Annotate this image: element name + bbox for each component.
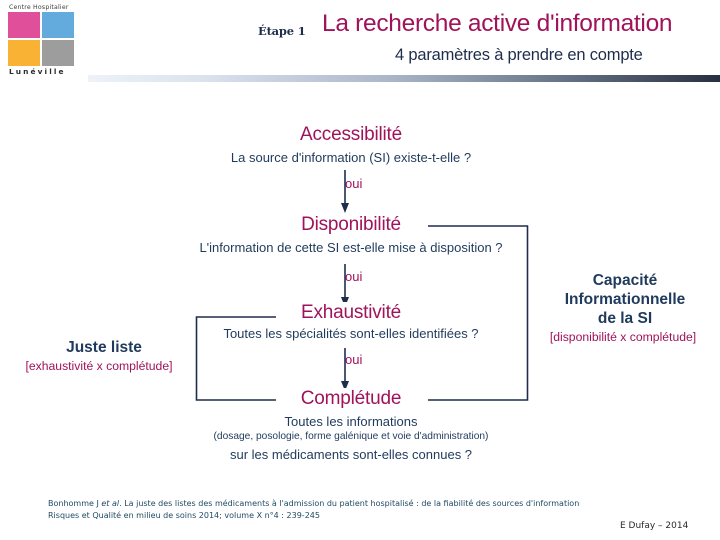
right-label-title-line1: Capacité — [592, 272, 658, 289]
arrow-exhaustivite-to-completude — [341, 348, 349, 391]
slide-header: Étape 1 La recherche active d'informatio… — [0, 0, 720, 90]
logo-square-amber — [8, 40, 40, 66]
footer-reference-line2: Risques et Qualité en milieu de soins 20… — [48, 510, 320, 520]
mask-completude — [276, 388, 428, 414]
page-subtitle: 4 paramètres à prendre en compte — [395, 46, 643, 64]
node-question-disponibilite: L'information de cette SI est-elle mise … — [199, 240, 503, 255]
node-title-disponibilite-top: Disponibilité — [301, 214, 401, 235]
footer-reference-rest: . La juste des listes des médicaments à … — [119, 499, 580, 508]
right-bracket-capacite — [414, 225, 529, 401]
edge-label-oui-3: oui — [345, 352, 363, 367]
node-question-exhaustivite: Toutes les spécialités sont-elles identi… — [223, 326, 479, 341]
hospital-logo: Centre Hospitalier Lunéville — [8, 3, 76, 79]
left-label-formula: [exhaustivité x complétude] — [25, 359, 173, 373]
right-label-formula: [disponibilité x complétude] — [549, 330, 697, 344]
arrow-accessibilite-to-disponibilite — [341, 170, 349, 213]
node-title-completude-top: Complétude — [300, 388, 402, 409]
node-question-completude-line3: sur les médicaments sont-elles connues ? — [229, 447, 473, 462]
footer-signature: E Dufay – 2014 — [620, 521, 689, 531]
logo-top-text: Centre Hospitalier — [9, 4, 69, 11]
logo-square-blue — [42, 12, 74, 38]
footer-reference-author: Bonhomme J — [48, 499, 99, 508]
mask-exhaustivite — [276, 302, 428, 328]
logo-color-grid — [8, 12, 74, 66]
edge-label-oui-2: oui — [345, 269, 363, 284]
footer-reference-etal: et al — [101, 499, 120, 508]
left-label-title: Juste liste — [66, 339, 142, 356]
page-title: La recherche active d'information — [322, 10, 673, 37]
node-question-completude-line1: Toutes les informations — [284, 414, 418, 429]
header-divider — [88, 75, 720, 82]
logo-bottom-text: Lunéville — [9, 67, 66, 76]
right-label-title-line3: de la SI — [597, 310, 653, 327]
footer-reference: Bonhomme J et al. La juste des listes de… — [48, 498, 648, 521]
right-label-title-line2: Informationnelle — [564, 291, 686, 308]
node-question-completude-line2: (dosage, posologie, forme galénique et v… — [213, 431, 489, 442]
mask-disponibilite — [276, 214, 428, 240]
edge-label-oui-1: oui — [345, 176, 363, 191]
logo-square-gray — [42, 40, 74, 66]
node-question-accessibilite: La source d'information (SI) existe-t-el… — [230, 150, 472, 165]
left-bracket-juste-liste — [195, 316, 310, 401]
node-title-accessibilite: Accessibilité — [300, 124, 402, 145]
logo-square-pink — [8, 12, 40, 38]
node-title-exhaustivite-top: Exhaustivité — [300, 302, 402, 323]
step-label: Étape 1 — [258, 24, 306, 38]
